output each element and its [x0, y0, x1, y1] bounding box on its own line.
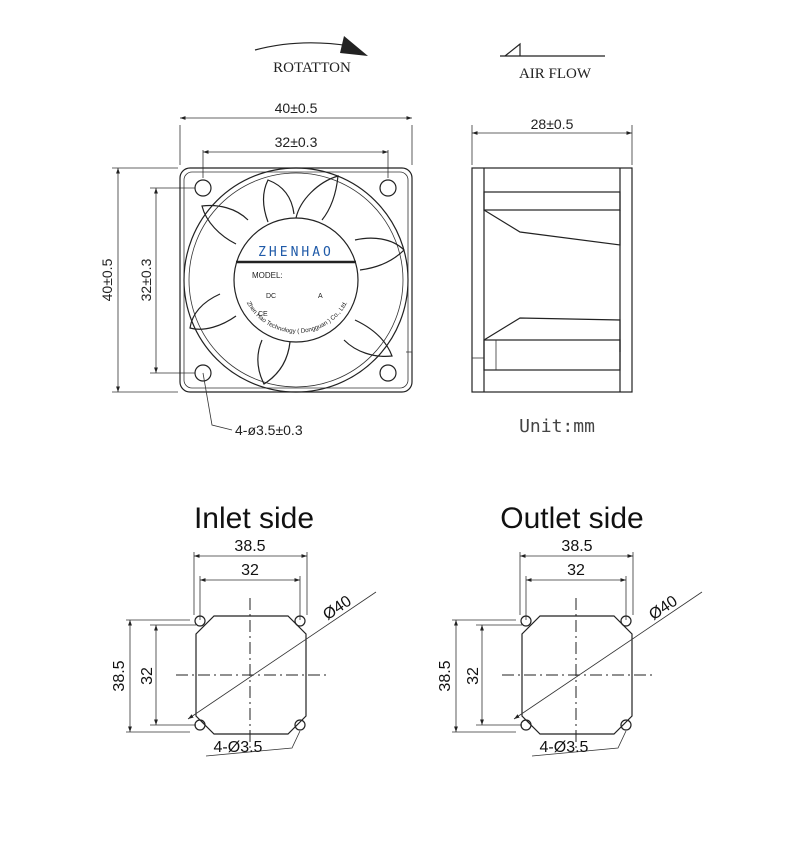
inlet-outer-dimension: 38.5: [234, 538, 265, 555]
outlet-frame-outline: [521, 615, 633, 735]
width-dimension: 40±0.5: [275, 100, 318, 116]
side-bottom-flange: [483, 339, 621, 371]
hole-note: 4-ø3.5±0.3: [235, 422, 303, 438]
outlet-outer-dimension: 38.5: [561, 538, 592, 555]
inlet-diameter-line: [187, 591, 377, 720]
inlet-title: Inlet side: [194, 502, 314, 535]
mounting-hole-bottom-right: [379, 364, 397, 382]
model-label: MODEL:: [252, 271, 283, 280]
airflow-symbol: AIR FLOW: [500, 42, 605, 82]
inlet-hole-top-left: [194, 615, 206, 627]
outlet-title: Outlet side: [500, 502, 643, 535]
outlet-inner-v-dimension: 32: [465, 667, 482, 685]
outlet-hole-top-right: [620, 615, 632, 627]
mounting-hole-top-right: [379, 179, 397, 197]
inlet-inner-v-dimension: 32: [139, 667, 156, 685]
rotation-symbol: ROTATTON: [254, 36, 368, 76]
outlet-diameter-line: [513, 591, 703, 720]
side-view: 28±0.5 Unit:mm: [471, 116, 633, 437]
hub-label: [233, 217, 359, 343]
side-frame: [471, 167, 633, 393]
outlet-side-view: Outlet side 38.5 32 38.5 32 Ø40 4-Ø3.5: [437, 502, 703, 757]
fan-blades: [189, 175, 405, 385]
outlet-diameter: Ø40: [646, 593, 681, 624]
amp-label: A: [318, 293, 323, 300]
mounting-hole-top-left: [194, 179, 212, 197]
side-blade-bottom: [483, 317, 621, 352]
dc-label: DC: [266, 293, 276, 300]
inlet-hole-bottom-right: [294, 719, 306, 731]
hole-note-leader: [202, 372, 233, 431]
inlet-outer-v-dimension: 38.5: [111, 660, 128, 691]
inlet-hole-note: 4-Ø3.5: [214, 739, 263, 756]
depth-dimension: 28±0.5: [531, 116, 574, 132]
rotation-label: ROTATTON: [273, 60, 351, 76]
outlet-inner-dimension: 32: [567, 562, 585, 579]
height-dimension: 40±0.5: [99, 258, 115, 301]
outlet-hole-bottom-left: [520, 719, 532, 731]
inlet-hole-top-right: [294, 615, 306, 627]
front-view: 40±0.5 32±0.3 40±0.5 32±0.3: [99, 100, 413, 438]
mounting-hole-bottom-left: [194, 364, 212, 382]
inlet-diameter: Ø40: [320, 593, 355, 624]
side-blade-top: [483, 209, 621, 246]
rotation-arrowhead-icon: [340, 36, 368, 56]
outlet-outer-v-dimension: 38.5: [437, 660, 454, 691]
outlet-hole-note: 4-Ø3.5: [540, 739, 589, 756]
inlet-inner-dimension: 32: [241, 562, 259, 579]
airflow-arrow-icon: [504, 42, 521, 57]
vertical-hole-spacing-dimension: 32±0.3: [138, 258, 154, 301]
inlet-hole-leader: [205, 730, 301, 757]
inlet-frame-outline: [195, 615, 307, 735]
unit-label: Unit:mm: [519, 416, 595, 437]
rotation-arc: [254, 42, 351, 51]
side-top-flange: [483, 191, 621, 211]
brand-logo: ZHENHAO: [258, 245, 334, 260]
fan-frame: [179, 167, 413, 393]
fan-shroud: [183, 167, 409, 393]
inlet-hole-bottom-left: [194, 719, 206, 731]
outlet-hole-bottom-right: [620, 719, 632, 731]
outlet-hole-leader: [531, 730, 627, 757]
ce-mark: CE: [258, 311, 268, 318]
outlet-hole-top-left: [520, 615, 532, 627]
inlet-side-view: Inlet side 38.5 32 38.5 32 Ø40 4-Ø3.5: [111, 502, 377, 757]
hole-spacing-dimension: 32±0.3: [275, 134, 318, 150]
airflow-label: AIR FLOW: [519, 66, 592, 82]
